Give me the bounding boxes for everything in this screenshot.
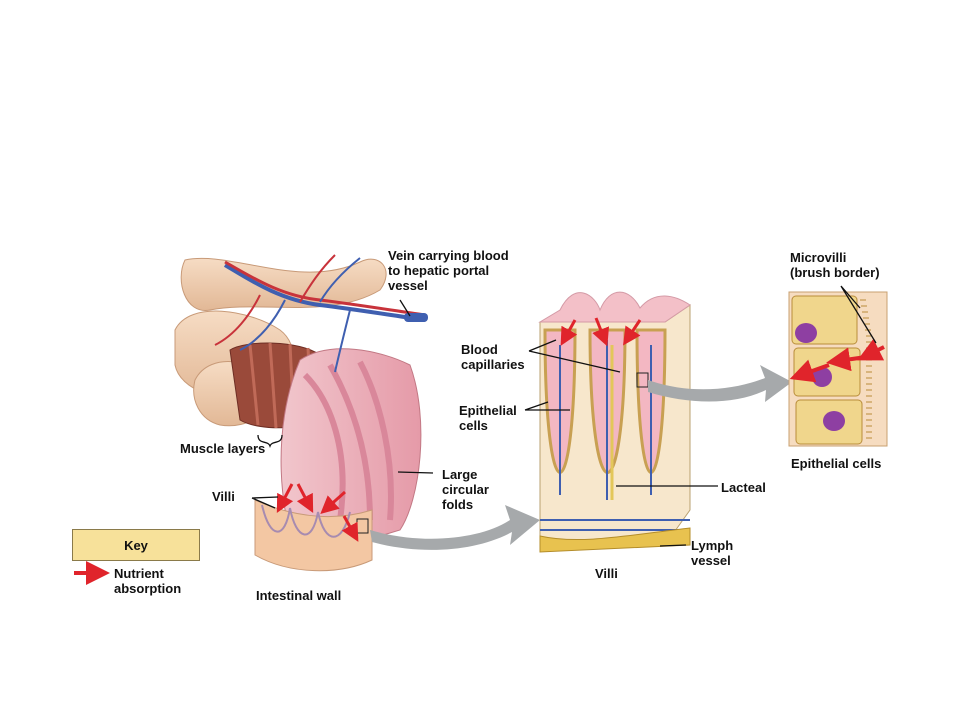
label-large-circular-folds: Large circular folds — [442, 467, 489, 512]
label-lymph-vessel: Lymph vessel — [691, 538, 734, 568]
intestine-illustration — [174, 254, 428, 572]
label-epithelial-cells-center: Epithelial cells — [459, 403, 517, 433]
label-microvilli: Microvilli (brush border) — [790, 250, 880, 280]
label-villi-left: Villi — [212, 489, 235, 504]
villi-illustration — [538, 291, 691, 553]
connector-arrow-2 — [648, 365, 792, 402]
leader-lines — [251, 285, 877, 547]
label-villi-center: Villi — [595, 566, 618, 581]
label-muscle-layers: Muscle layers — [180, 441, 266, 456]
epithelial-cells-illustration — [788, 291, 888, 447]
key-title: Key — [124, 537, 148, 553]
label-epithelial-cells-right: Epithelial cells — [791, 456, 882, 471]
key-nutrient-absorption: Nutrient absorption — [114, 566, 182, 596]
connector-arrow-1 — [370, 505, 540, 550]
key-box: Key — [72, 529, 200, 561]
label-vein: Vein carrying blood to hepatic portal ve… — [388, 248, 509, 293]
label-lacteal: Lacteal — [721, 480, 766, 495]
label-blood-capillaries: Blood capillaries — [461, 342, 525, 372]
label-intestinal-wall: Intestinal wall — [256, 588, 342, 603]
